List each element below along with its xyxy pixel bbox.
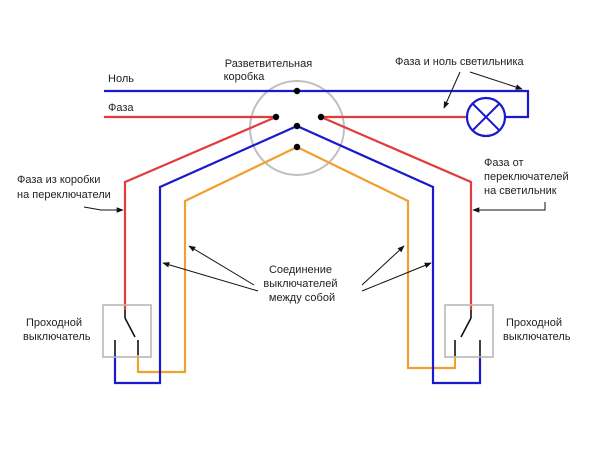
junction-dot-orange xyxy=(293,143,301,151)
connection-arrow-3 xyxy=(361,245,405,286)
phase-label: Фаза xyxy=(108,102,134,114)
left-switch-icon xyxy=(102,304,152,358)
phase-wire-from-right-switch xyxy=(320,115,473,310)
connection-arrow-4 xyxy=(361,262,432,292)
switch-wire-left-blue xyxy=(113,124,298,385)
right-switch-label: Проходной выключатель xyxy=(503,317,571,343)
junction-dot-phase-out xyxy=(317,113,325,121)
junction-box-label: Разветвительная коробка xyxy=(224,58,316,83)
phase-from-box-label: Фаза из коробки на переключатели xyxy=(17,174,111,201)
junction-dot-blue xyxy=(293,122,301,130)
connection-arrow-1 xyxy=(188,245,255,286)
junction-dot-phase-in xyxy=(272,113,280,121)
connection-arrow-2 xyxy=(162,262,259,292)
phase-from-switches-label: Фаза от переключателей на светильник xyxy=(484,157,572,197)
connection-label: Соединение выключателей между собой xyxy=(263,264,340,304)
link-wire-left xyxy=(136,146,298,374)
neutral-label: Ноль xyxy=(108,73,134,85)
phase-from-box-arrow xyxy=(83,206,124,213)
lamp-label-arrow-1 xyxy=(443,71,461,109)
link-wire-right xyxy=(296,146,457,370)
neutral-wire xyxy=(104,89,530,119)
lamp-phase-neutral-label: Фаза и ноль светильника xyxy=(395,56,525,68)
right-switch-icon xyxy=(444,304,494,358)
lamp-label-arrow-2 xyxy=(469,71,523,90)
lamp-icon xyxy=(465,96,507,138)
junction-dot-neutral xyxy=(293,87,301,95)
phase-wire-to-left-switch xyxy=(123,115,277,310)
phase-from-switches-arrow xyxy=(472,202,546,213)
left-switch-label: Проходной выключатель xyxy=(23,317,91,343)
switch-wire-right-blue xyxy=(296,124,482,385)
